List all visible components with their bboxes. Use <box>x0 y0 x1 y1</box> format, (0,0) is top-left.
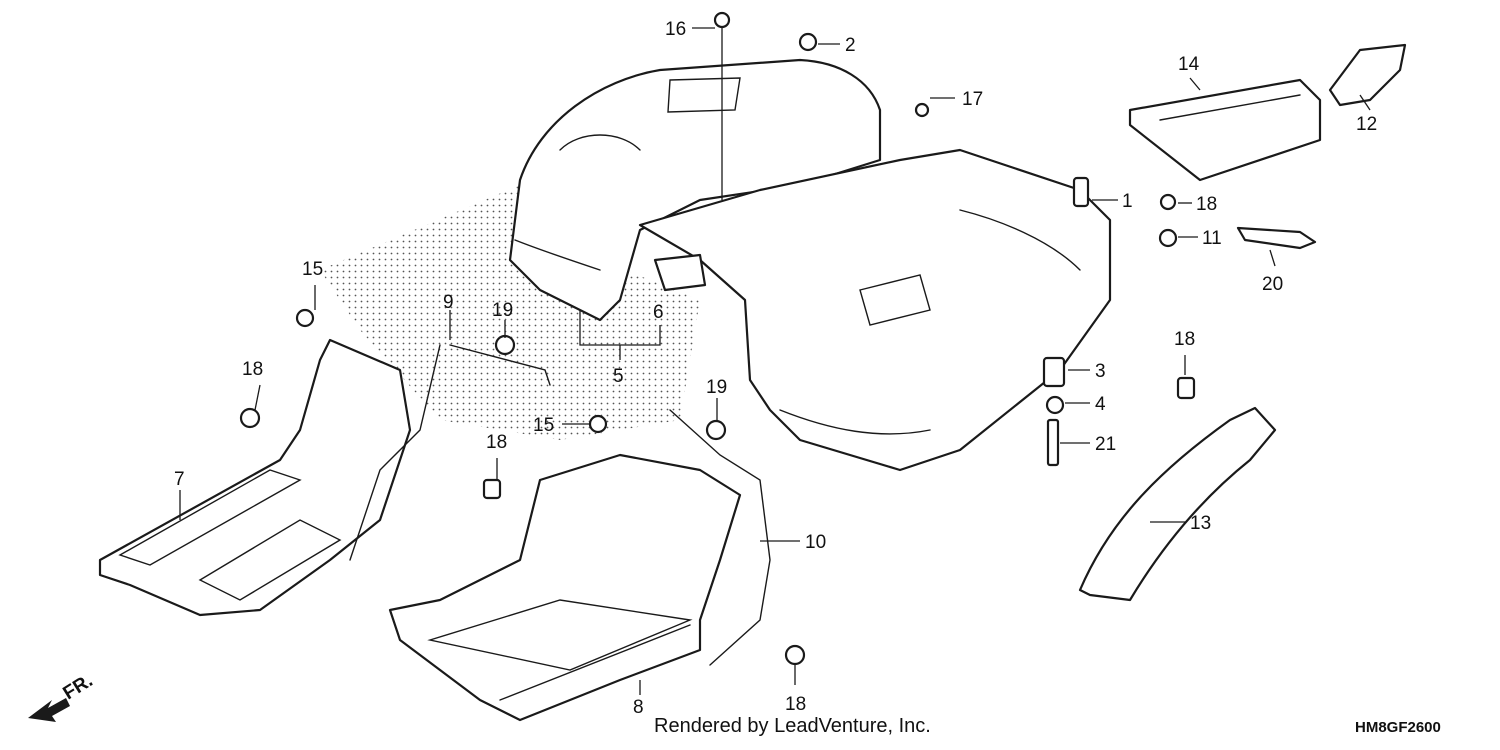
callout-6: 6 <box>653 302 664 323</box>
callout-13: 13 <box>1190 513 1211 534</box>
callout-8: 8 <box>633 697 644 718</box>
callout-19-b: 19 <box>706 377 727 398</box>
callout-18-b: 18 <box>1174 329 1195 350</box>
callout-11: 11 <box>1202 228 1222 249</box>
callout-9: 9 <box>443 292 454 313</box>
right-footwell[interactable] <box>388 453 742 722</box>
shading-area <box>320 185 700 440</box>
cover-plate[interactable] <box>1128 78 1322 182</box>
diagram-code: HM8GF2600 <box>1355 719 1441 736</box>
callout-12: 12 <box>1356 114 1377 135</box>
callout-21: 21 <box>1095 434 1116 455</box>
leader-lines <box>179 27 1371 695</box>
mud-guard[interactable] <box>1078 406 1277 602</box>
callout-15-a: 15 <box>302 259 323 280</box>
callout-14: 14 <box>1178 54 1200 75</box>
callout-16: 16 <box>665 19 686 40</box>
front-direction-arrow: FR. <box>28 670 97 722</box>
fasteners <box>239 11 1196 666</box>
callout-20: 20 <box>1262 274 1283 295</box>
callout-10: 10 <box>805 532 826 553</box>
callout-17: 17 <box>962 89 983 110</box>
frame-9[interactable] <box>349 344 551 561</box>
rear-fender[interactable] <box>508 58 1112 472</box>
callout-2: 2 <box>845 35 856 56</box>
callout-1: 1 <box>1122 191 1133 212</box>
callout-18-c: 18 <box>242 359 263 380</box>
callout-7: 7 <box>174 469 185 490</box>
callout-18-d: 18 <box>486 432 507 453</box>
callout-18-e: 18 <box>785 694 806 715</box>
callout-18-a: 18 <box>1196 194 1217 215</box>
stay[interactable] <box>1236 226 1317 250</box>
credit-text: Rendered by LeadVenture, Inc. <box>654 715 931 737</box>
frame-10[interactable] <box>669 409 771 666</box>
callout-15-b: 15 <box>533 415 554 436</box>
left-footwell[interactable] <box>98 338 412 617</box>
callout-19-a: 19 <box>492 300 513 321</box>
callout-3: 3 <box>1095 361 1106 382</box>
callout-5: 5 <box>613 366 624 387</box>
bracket[interactable] <box>1328 43 1407 107</box>
callout-4: 4 <box>1095 394 1106 415</box>
